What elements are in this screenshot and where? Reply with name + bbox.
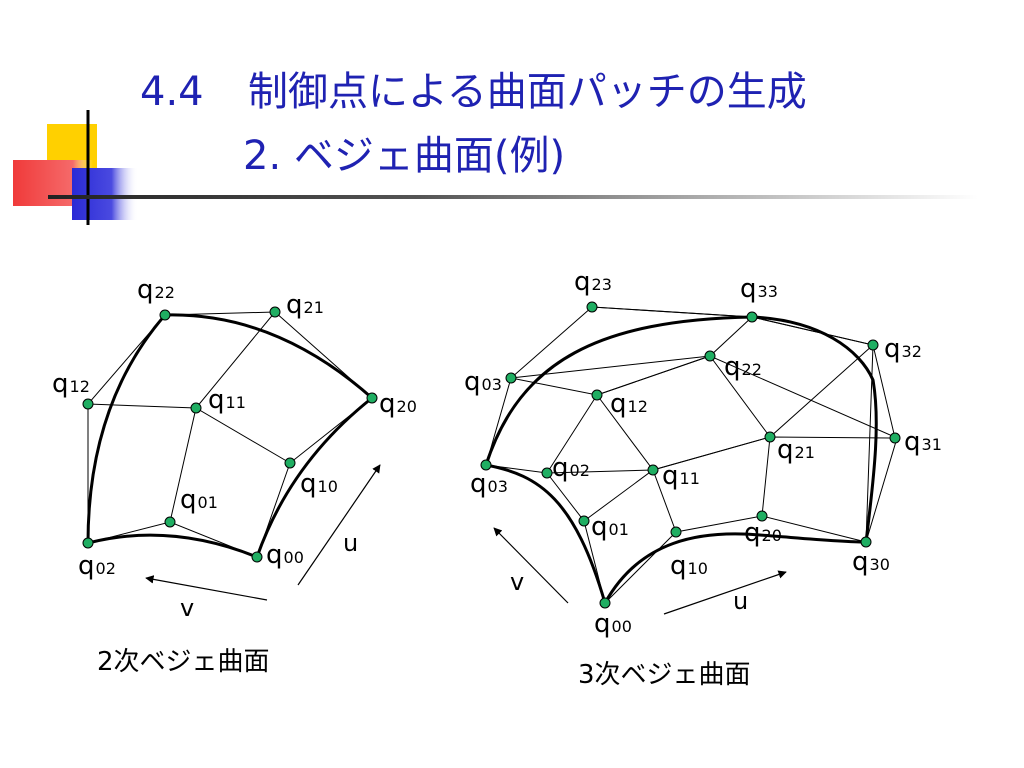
net-row-0 [87,521,258,558]
point-q01 [578,515,590,527]
point-q21 [764,431,776,443]
title-line-2: 2. ベジェ曲面(例) [243,133,566,179]
quadratic-labels: q22 q21 q12 q11 q20 q10 q01 q02 q00 [52,275,417,581]
label-q31: q31 [904,427,942,457]
label-q01: q01 [180,485,218,515]
label-q21: q21 [286,290,324,320]
title-line-1: 4.4 制御点による曲面パッチの生成 [140,72,807,112]
slide-title: 4.4 制御点による曲面パッチの生成 2. ベジェ曲面(例) [0,0,1024,200]
quadratic-caption: 2次ベジェ曲面 [97,647,270,677]
corner-decoration [13,110,978,225]
net-u-3 [591,306,896,439]
point-q23 [586,301,598,313]
point-q30 [860,536,872,548]
label-q22: q22 [724,352,762,382]
quadratic-control-points [82,306,378,563]
label-q01: q01 [591,512,629,542]
label-q22: q22 [137,275,175,305]
net-row-2 [510,355,898,543]
net-row-1 [87,403,291,464]
point-q11 [190,402,202,414]
cubic-bezier-diagram: q23 q33 q32 q03 q22 q12 q31 q21 q02 q03 … [464,267,942,690]
label-q10: q10 [670,551,708,581]
label-q11: q11 [662,461,700,491]
title-main: 制御点による曲面パッチの生成 [248,69,807,115]
u-arrow [663,570,787,615]
label-q02: q02 [552,453,590,483]
u-label: u [733,587,748,615]
point-q31 [889,432,901,444]
point-q00 [251,551,263,563]
boundary-bottom [603,532,867,604]
u-arrow [297,464,381,586]
label-q20: q20 [379,389,417,419]
label-q12: q12 [52,369,90,399]
net-row-2 [164,311,373,399]
u-label: u [343,529,358,557]
label-q10: q10 [300,469,338,499]
label-q30: q30 [852,547,890,577]
net-u-1 [546,436,896,474]
net-v-3 [485,306,593,466]
point-q02 [82,537,94,549]
label-q02: q02 [78,551,116,581]
cubic-caption: 3次ベジェ曲面 [578,660,751,690]
boundary-top [484,315,878,543]
quadratic-boundary [86,313,373,559]
boundary-right [255,396,373,558]
cubic-boundary [484,315,878,604]
point-q33 [746,311,758,323]
point-q12 [82,398,94,410]
label-q21: q21 [777,435,815,465]
v-arrow [493,527,569,604]
net-v-2 [485,355,711,474]
boundary-left [485,463,607,604]
cubic-control-points [480,301,901,609]
point-q03-top [505,372,517,384]
label-q03-top: q03 [464,367,502,397]
net-u-0 [604,515,867,604]
label-q33: q33 [740,274,778,304]
point-q10 [670,526,682,538]
v-label: v [510,568,524,596]
point-q21 [269,306,281,318]
point-q02 [541,467,553,479]
label-q20: q20 [744,518,782,548]
net-row-3 [591,306,874,543]
quadratic-control-net [87,311,373,558]
point-q10 [284,457,296,469]
v-label: v [180,594,194,622]
label-q32: q32 [884,334,922,364]
point-q20 [756,510,768,522]
point-q00 [599,597,611,609]
label-q00: q00 [594,609,632,639]
point-q12 [591,389,603,401]
boundary-top [164,313,373,400]
point-q22 [159,309,171,321]
point-q22 [704,350,716,362]
label-q11: q11 [208,385,246,415]
point-q32 [867,339,879,351]
v-arrow [145,575,268,601]
point-q11 [647,464,659,476]
point-q03 [480,459,492,471]
boundary-bottom [87,533,258,559]
label-q00: q00 [266,540,304,570]
label-q12: q12 [610,389,648,419]
net-v-1 [583,344,874,522]
deco-blue-square [72,168,138,220]
net-col-2 [87,314,166,543]
label-q23: q23 [574,267,612,297]
header-rule [48,195,978,199]
boundary-left [86,314,167,544]
point-q20 [366,392,378,404]
quadratic-bezier-diagram: q22 q21 q12 q11 q20 q10 q01 q02 q00 u v … [52,275,417,677]
label-q03: q03 [470,469,508,499]
cubic-labels: q23 q33 q32 q03 q22 q12 q31 q21 q02 q03 … [464,267,942,639]
point-q01 [164,516,176,528]
section-number: 4.4 [140,69,204,115]
